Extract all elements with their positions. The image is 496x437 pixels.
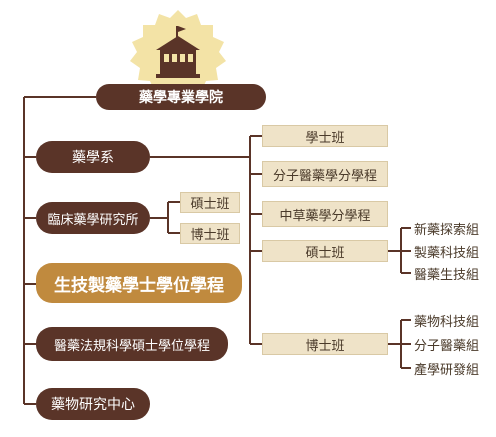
phd-group-item: 分子醫藥組 [414,338,480,354]
header-badge [130,10,226,96]
page-title: 藥學專業學院 [96,84,266,110]
unit-regulatory-program: 醫藥法規科學碩士學位學程 [36,327,228,361]
master-group-item: 製藥科技組 [414,245,480,261]
unit-research-center: 藥物研究中心 [36,388,150,420]
program-molecular-medicine: 分子醫藥學分學程 [262,161,388,187]
phd-group-item: 產學研發組 [414,362,480,378]
master-group-item: 新藥探索組 [414,222,480,238]
clinical-master-box: 碩士班 [180,192,240,213]
clinical-phd-box: 博士班 [180,223,240,244]
program-herbal-medicine: 中草藥學分學程 [262,201,388,227]
program-bachelor: 學士班 [262,125,388,147]
phd-group-item: 藥物科技組 [414,314,480,330]
building-icon [156,26,200,78]
master-group-item: 醫藥生技組 [414,267,480,283]
unit-biotech-program: 生技製藥學士學位學程 [36,263,242,303]
unit-pharmacy-dept: 藥學系 [36,141,150,173]
program-phd: 博士班 [262,333,388,355]
unit-clinical-institute: 臨床藥學研究所 [36,202,150,234]
program-master: 碩士班 [262,240,388,262]
